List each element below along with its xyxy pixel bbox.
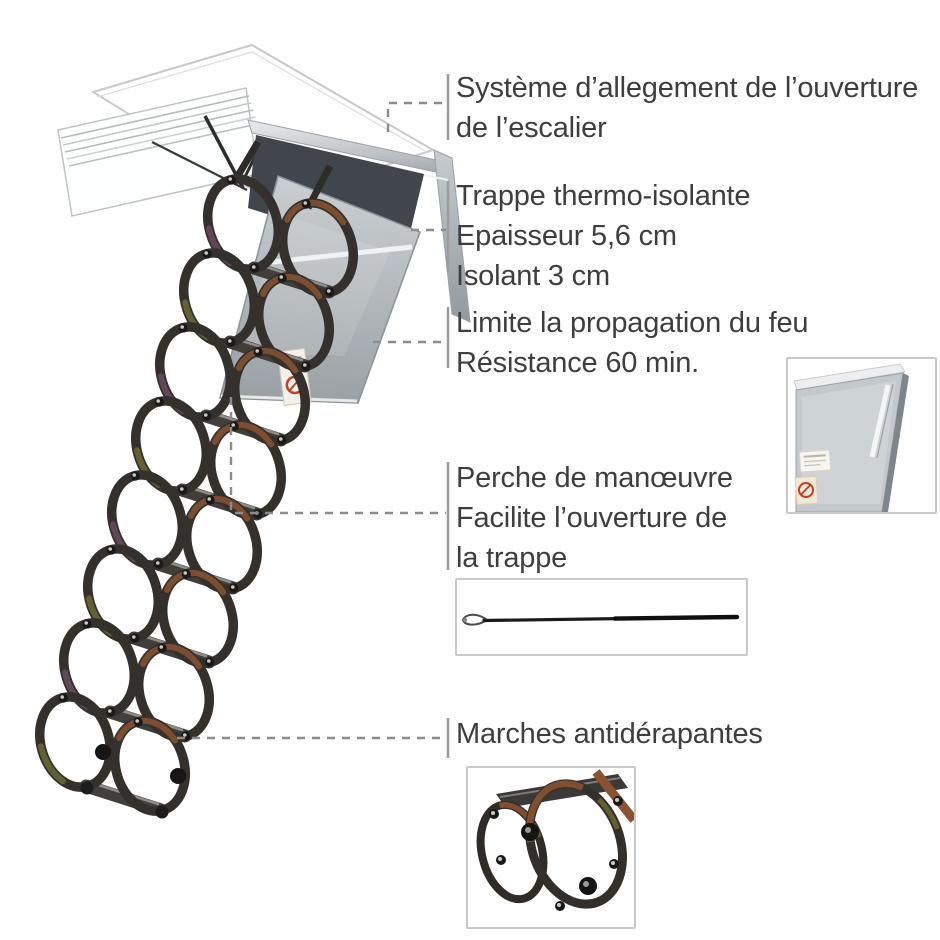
annotation-line: Marches antidérapantes [456, 718, 763, 750]
warning-sticker [277, 347, 312, 406]
annotation-line: Perche de manœuvre [456, 462, 733, 494]
steps-detail-image [466, 766, 636, 929]
leader-operating-pole [229, 397, 446, 515]
annotation-anti-slip-steps: Marches antidérapantes [456, 714, 763, 754]
annotation-line: Facilite l’ouverture de [456, 502, 728, 534]
annotation-line: Trappe thermo-isolante [456, 180, 751, 212]
annotation-thermo-hatch: Trappe thermo-isolante Epaisseur 5,6 cm … [456, 176, 751, 296]
annotation-line: Résistance 60 min. [456, 347, 700, 379]
annotation-fire-resistance: Limite la propagation du feu Résistance … [456, 303, 809, 383]
pole-detail-image [455, 578, 748, 656]
annotation-opening-assist: Système d’allegement de l’ouverture de l… [456, 68, 918, 148]
annotation-line: la trappe [456, 542, 568, 574]
annotation-operating-pole: Perche de manœuvre Facilite l’ouverture … [456, 458, 733, 578]
open-hatch-door [57, 87, 259, 217]
annotation-line: de l’escalier [456, 112, 607, 144]
opening-assist-springs [151, 115, 264, 191]
scissor-ladder [35, 174, 358, 819]
annotation-line: Epaisseur 5,6 cm [456, 220, 677, 252]
trapdoor-detail-image [786, 357, 937, 514]
leader-opening-assist [386, 101, 446, 132]
insulated-trapdoor-panel [219, 140, 421, 406]
hatch-box-frame [247, 119, 471, 323]
annotation-line: Système d’allegement de l’ouverture [456, 72, 919, 104]
annotation-line: Isolant 3 cm [456, 260, 610, 292]
ceiling-opening [90, 43, 436, 204]
annotation-line: Limite la propagation du feu [456, 307, 809, 339]
